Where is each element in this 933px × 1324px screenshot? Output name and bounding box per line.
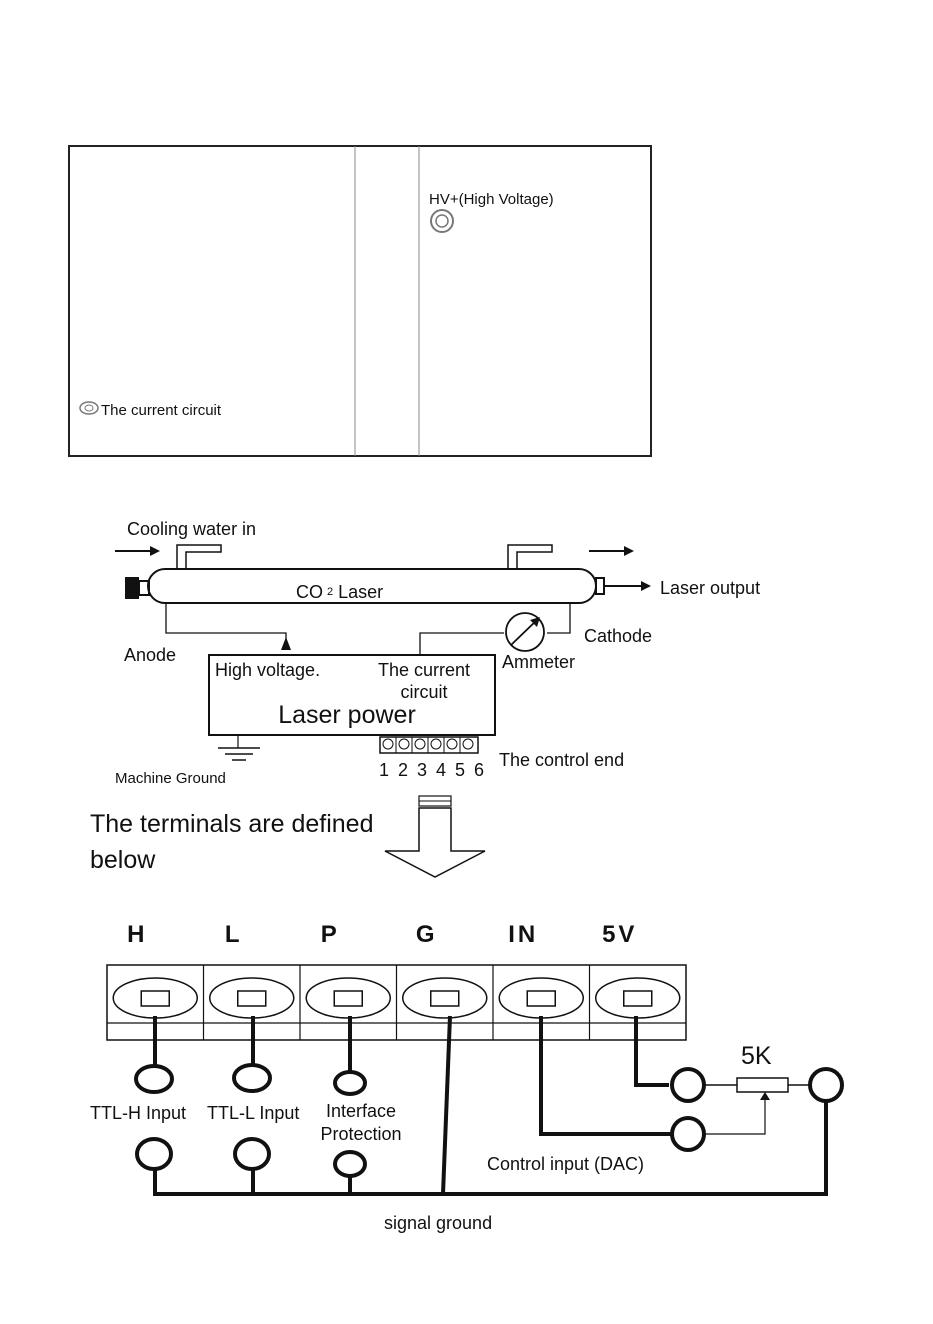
cathode-label: Cathode (584, 626, 652, 646)
connection-points (134, 1063, 844, 1178)
terminal-screw-h (112, 977, 198, 1019)
control-input-label: Control input (DAC) (487, 1154, 644, 1174)
ttl-h-ground-point (135, 1137, 173, 1171)
anode-wire (165, 603, 287, 650)
water-inlet-pipe (176, 544, 222, 569)
hv-connector-icon (281, 637, 291, 650)
ttl-l-ground-point (233, 1137, 271, 1171)
ttl-l-input-label: TTL-L Input (207, 1103, 299, 1123)
interface-label-line2: Protection (320, 1124, 401, 1144)
terminal-wiring (153, 1015, 828, 1196)
terminal-definitions: The terminals are defined below H L P G IN 5V (90, 795, 844, 1233)
water-out-arrow-icon (589, 546, 634, 556)
terminal-header-g: G (416, 921, 438, 948)
terminal-header-5v: 5V (602, 921, 637, 948)
ammeter-icon (505, 612, 545, 652)
down-arrow-icon (384, 795, 486, 878)
terminal-screw-g (395, 965, 488, 1040)
cathode-wire (547, 603, 571, 634)
terminal-header-h: H (127, 921, 147, 948)
machine-ground-label: Machine Ground (115, 770, 226, 787)
ttl-h-input-label: TTL-H Input (90, 1103, 186, 1123)
high-voltage-label: High voltage. (215, 660, 320, 680)
anode-label: Anode (124, 645, 176, 665)
terminals-title-line1: The terminals are defined (90, 810, 373, 838)
laser-output-label: Laser output (660, 578, 760, 598)
power-supply-panel: HV+(High Voltage) The current circuit (68, 145, 652, 457)
terminal-screw-5v (588, 965, 681, 1040)
terminal-screw-in (492, 965, 584, 1040)
tube-end-cap-left (125, 577, 139, 599)
terminal-headers: H L P G IN 5V (127, 921, 637, 948)
terminals-title-line2: below (90, 846, 156, 874)
pin-numbers-label: 1 2 3 4 5 6 (379, 760, 486, 780)
laser-power-box (208, 654, 496, 736)
potentiometer-icon (704, 1077, 810, 1135)
current-wire (419, 632, 504, 655)
terminal-header-in: IN (508, 921, 538, 948)
ttl-h-input-point (134, 1064, 174, 1094)
control-input-point (670, 1116, 706, 1152)
current-circuit-line2: circuit (400, 682, 447, 702)
hv-terminal-icon (430, 209, 454, 233)
5v-point (670, 1067, 706, 1103)
terminal-screw-l (202, 965, 295, 1040)
resistor-label: 5K (741, 1042, 772, 1070)
signal-ground-label: signal ground (384, 1213, 492, 1233)
water-outlet-pipe (507, 544, 553, 569)
cooling-water-in-label: Cooling water in (127, 519, 256, 539)
ammeter-label: Ammeter (502, 652, 575, 672)
laser-power-label: Laser power (278, 701, 416, 729)
current-circuit-line1: The current (378, 660, 470, 680)
current-terminal-icon (79, 401, 99, 415)
interface-protection-point (333, 1070, 367, 1096)
terminal-header-l: L (225, 921, 243, 948)
laser-output-arrow-icon (604, 581, 651, 591)
machine-ground-icon (218, 735, 260, 761)
signal-ground-point (808, 1067, 844, 1103)
control-end-label: The control end (499, 750, 624, 770)
ttl-l-input-point (232, 1063, 272, 1093)
interface-label-line1: Interface (326, 1101, 396, 1121)
current-circuit-label: The current circuit (101, 402, 222, 419)
tube-end-cap-right (595, 577, 605, 595)
control-terminal-block (379, 736, 479, 754)
water-in-arrow-icon (115, 546, 160, 556)
terminal-strip (106, 964, 687, 1041)
terminal-header-p: P (321, 921, 340, 948)
interface-ground-point (333, 1150, 367, 1178)
hv-label: HV+(High Voltage) (429, 191, 554, 208)
